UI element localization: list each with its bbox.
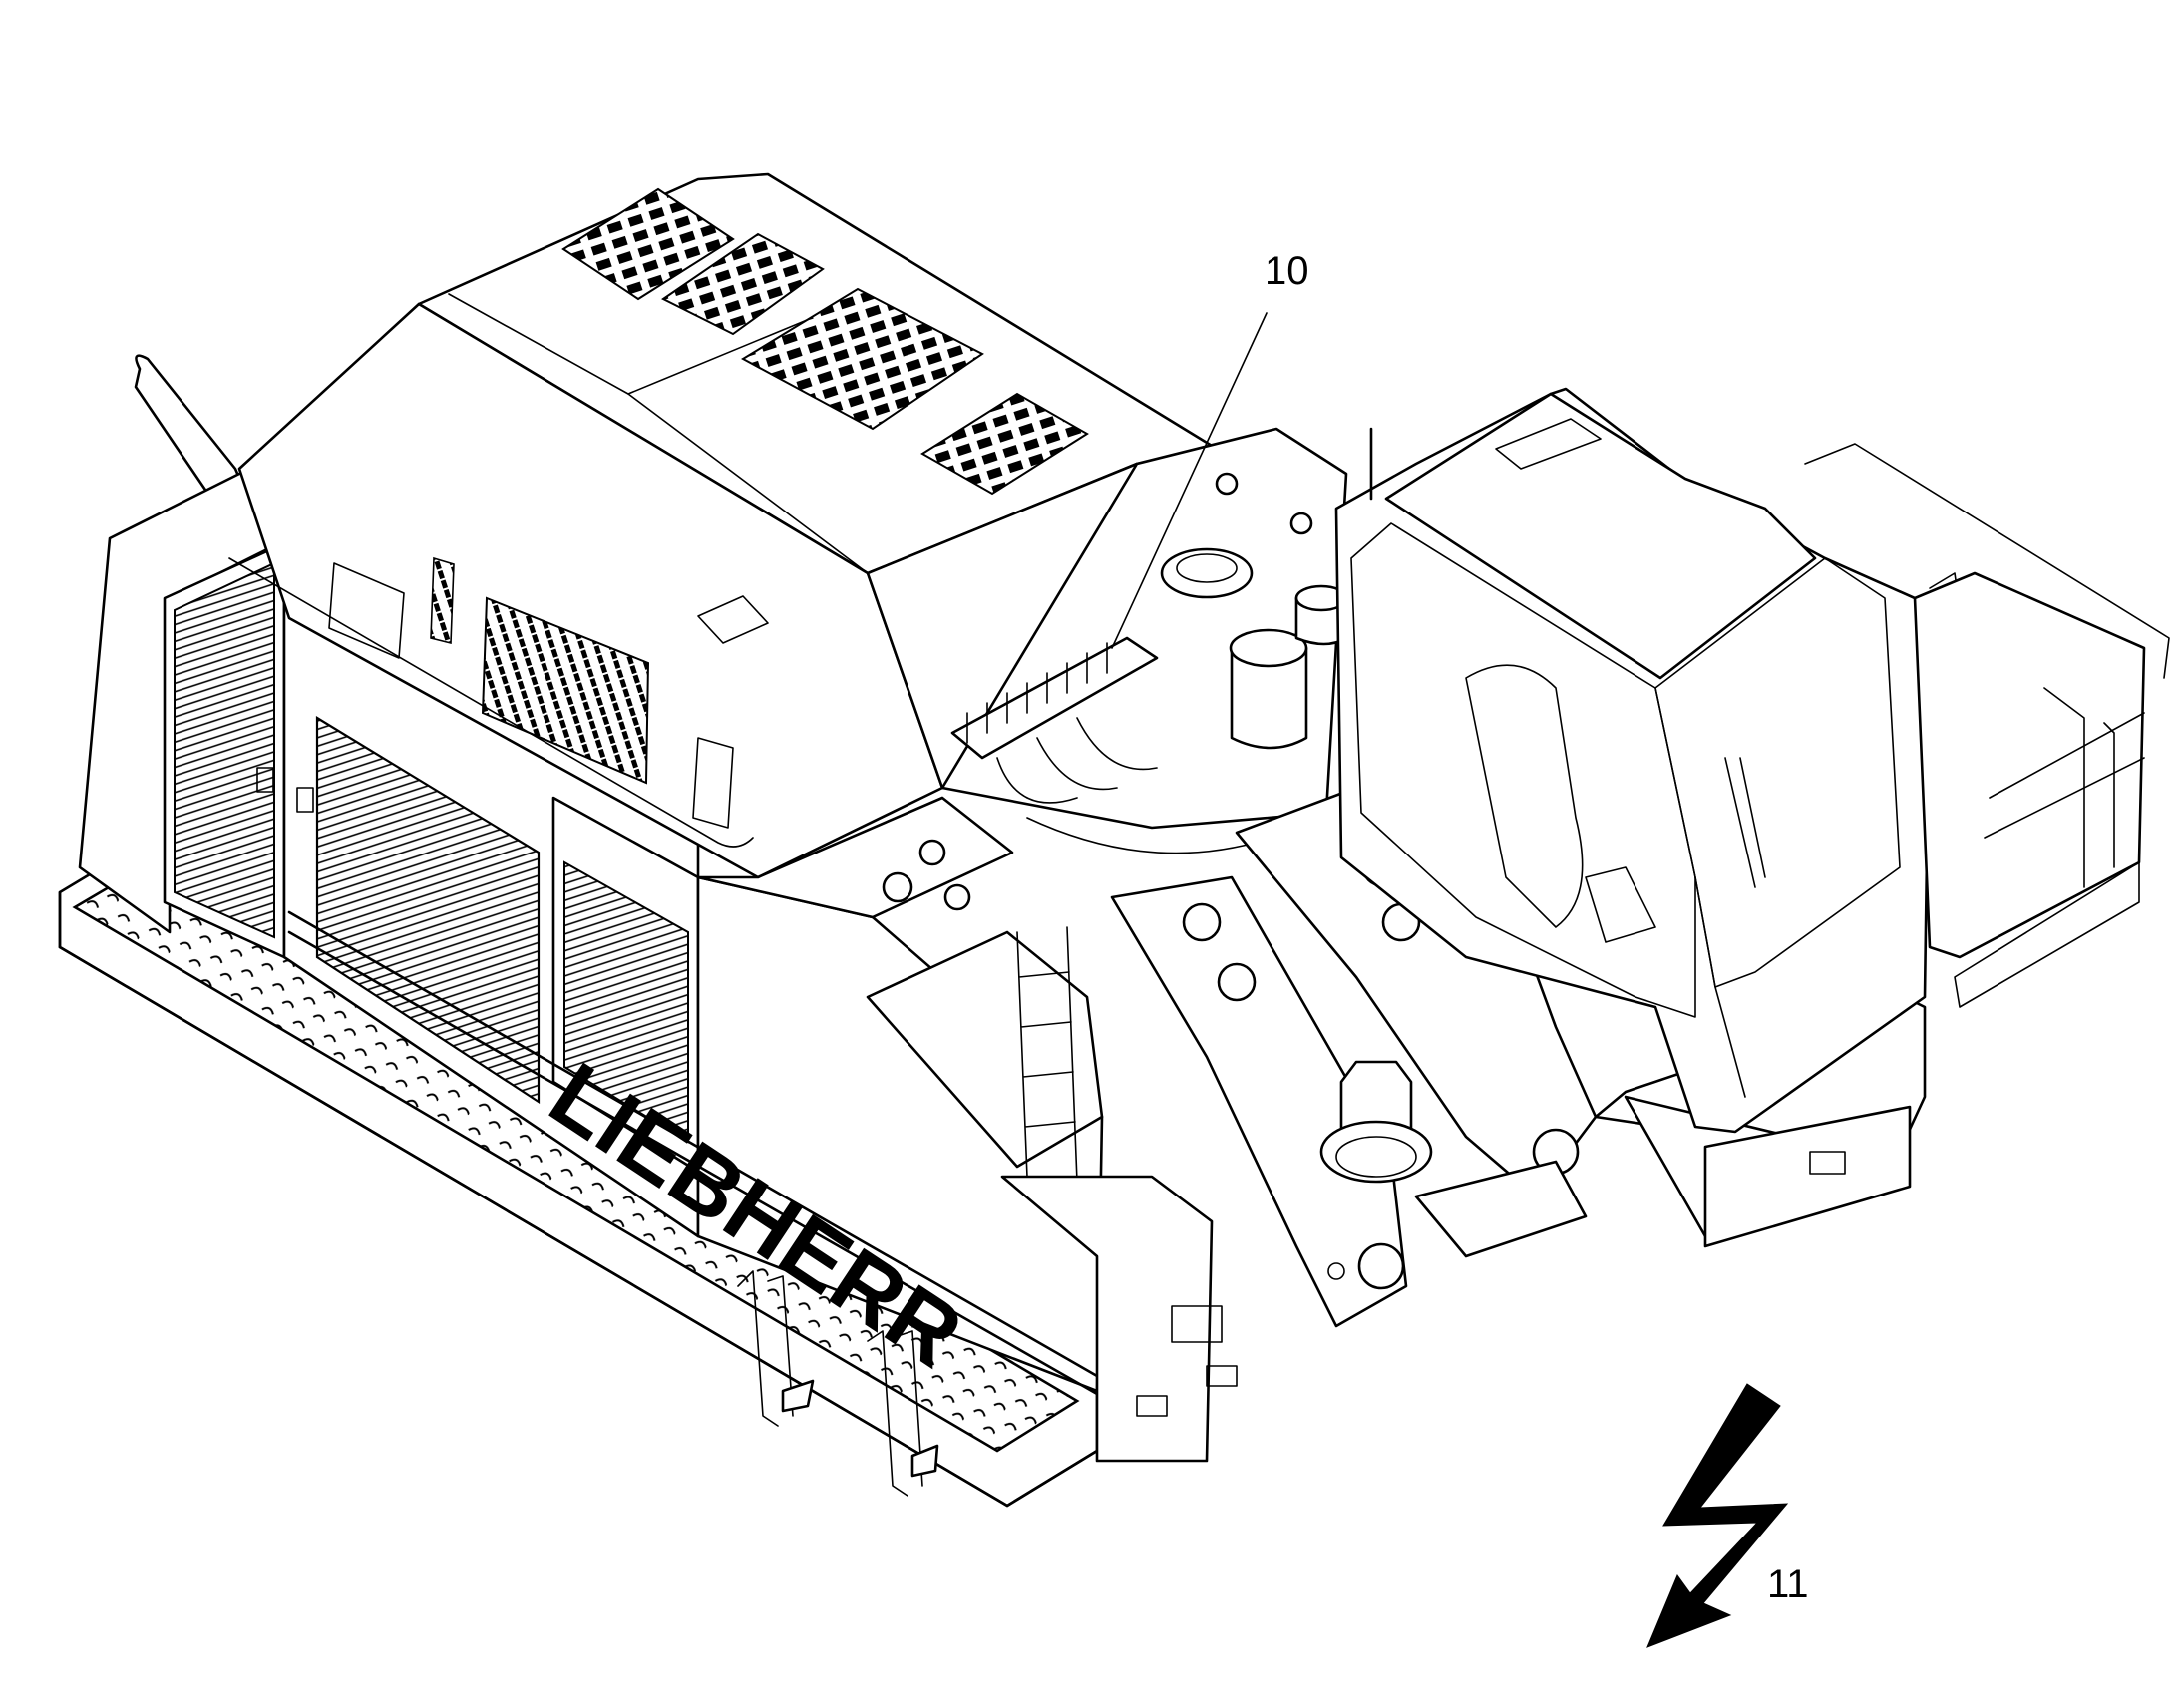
step-handles xyxy=(737,1270,939,1497)
lightning-bolt-icon xyxy=(1646,1383,1789,1648)
callout-10: 10 xyxy=(1111,249,1309,649)
lower-body xyxy=(78,467,1104,1396)
callout-11: 11 xyxy=(1646,1383,1809,1648)
callout-label-11: 11 xyxy=(1767,1562,1809,1606)
cab-railing xyxy=(1804,443,2170,1008)
callout-label-10: 10 xyxy=(1265,249,1309,293)
hydraulic-area xyxy=(940,427,1357,854)
operator-cab xyxy=(1334,387,1962,1248)
front-console xyxy=(696,796,1238,1463)
